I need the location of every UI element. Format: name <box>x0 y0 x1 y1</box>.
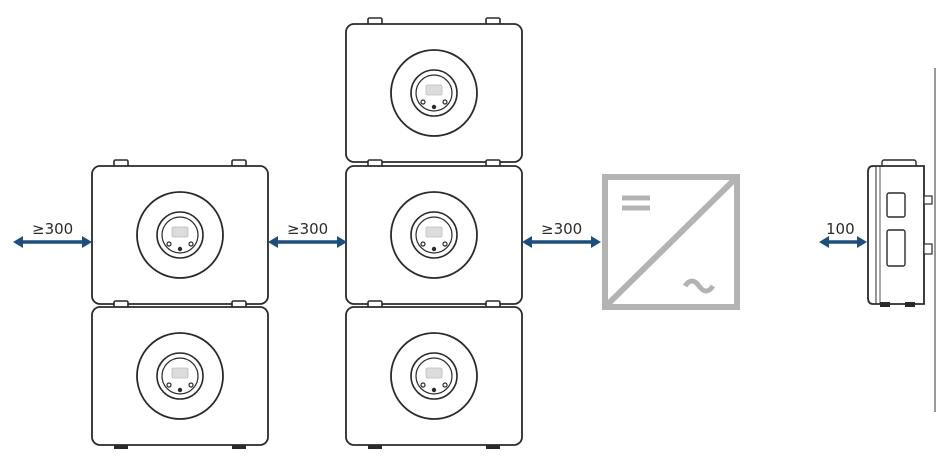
clearance-arrow-to-inverter <box>522 236 601 248</box>
clearance-arrow-left-outer <box>13 236 92 248</box>
battery-module-icon <box>345 300 523 446</box>
battery-module-icon <box>91 300 269 446</box>
battery-module-icon <box>345 159 523 305</box>
clearance-label-to-inverter: ≥300 <box>541 220 582 238</box>
battery-module-icon <box>345 17 523 163</box>
clearance-label-to-wall: 100 <box>826 220 855 238</box>
battery-stack-middle <box>345 17 523 449</box>
clearance-label-between-columns: ≥300 <box>287 220 328 238</box>
clearance-arrow-to-wall <box>819 236 867 248</box>
clearance-arrow-between-columns <box>268 236 347 248</box>
battery-side-view-icon <box>867 159 933 307</box>
inverter-dc-ac-icon <box>602 174 740 310</box>
battery-module-icon <box>91 159 269 305</box>
clearance-label-left-outer: ≥300 <box>32 220 73 238</box>
battery-stack-left <box>91 159 269 449</box>
